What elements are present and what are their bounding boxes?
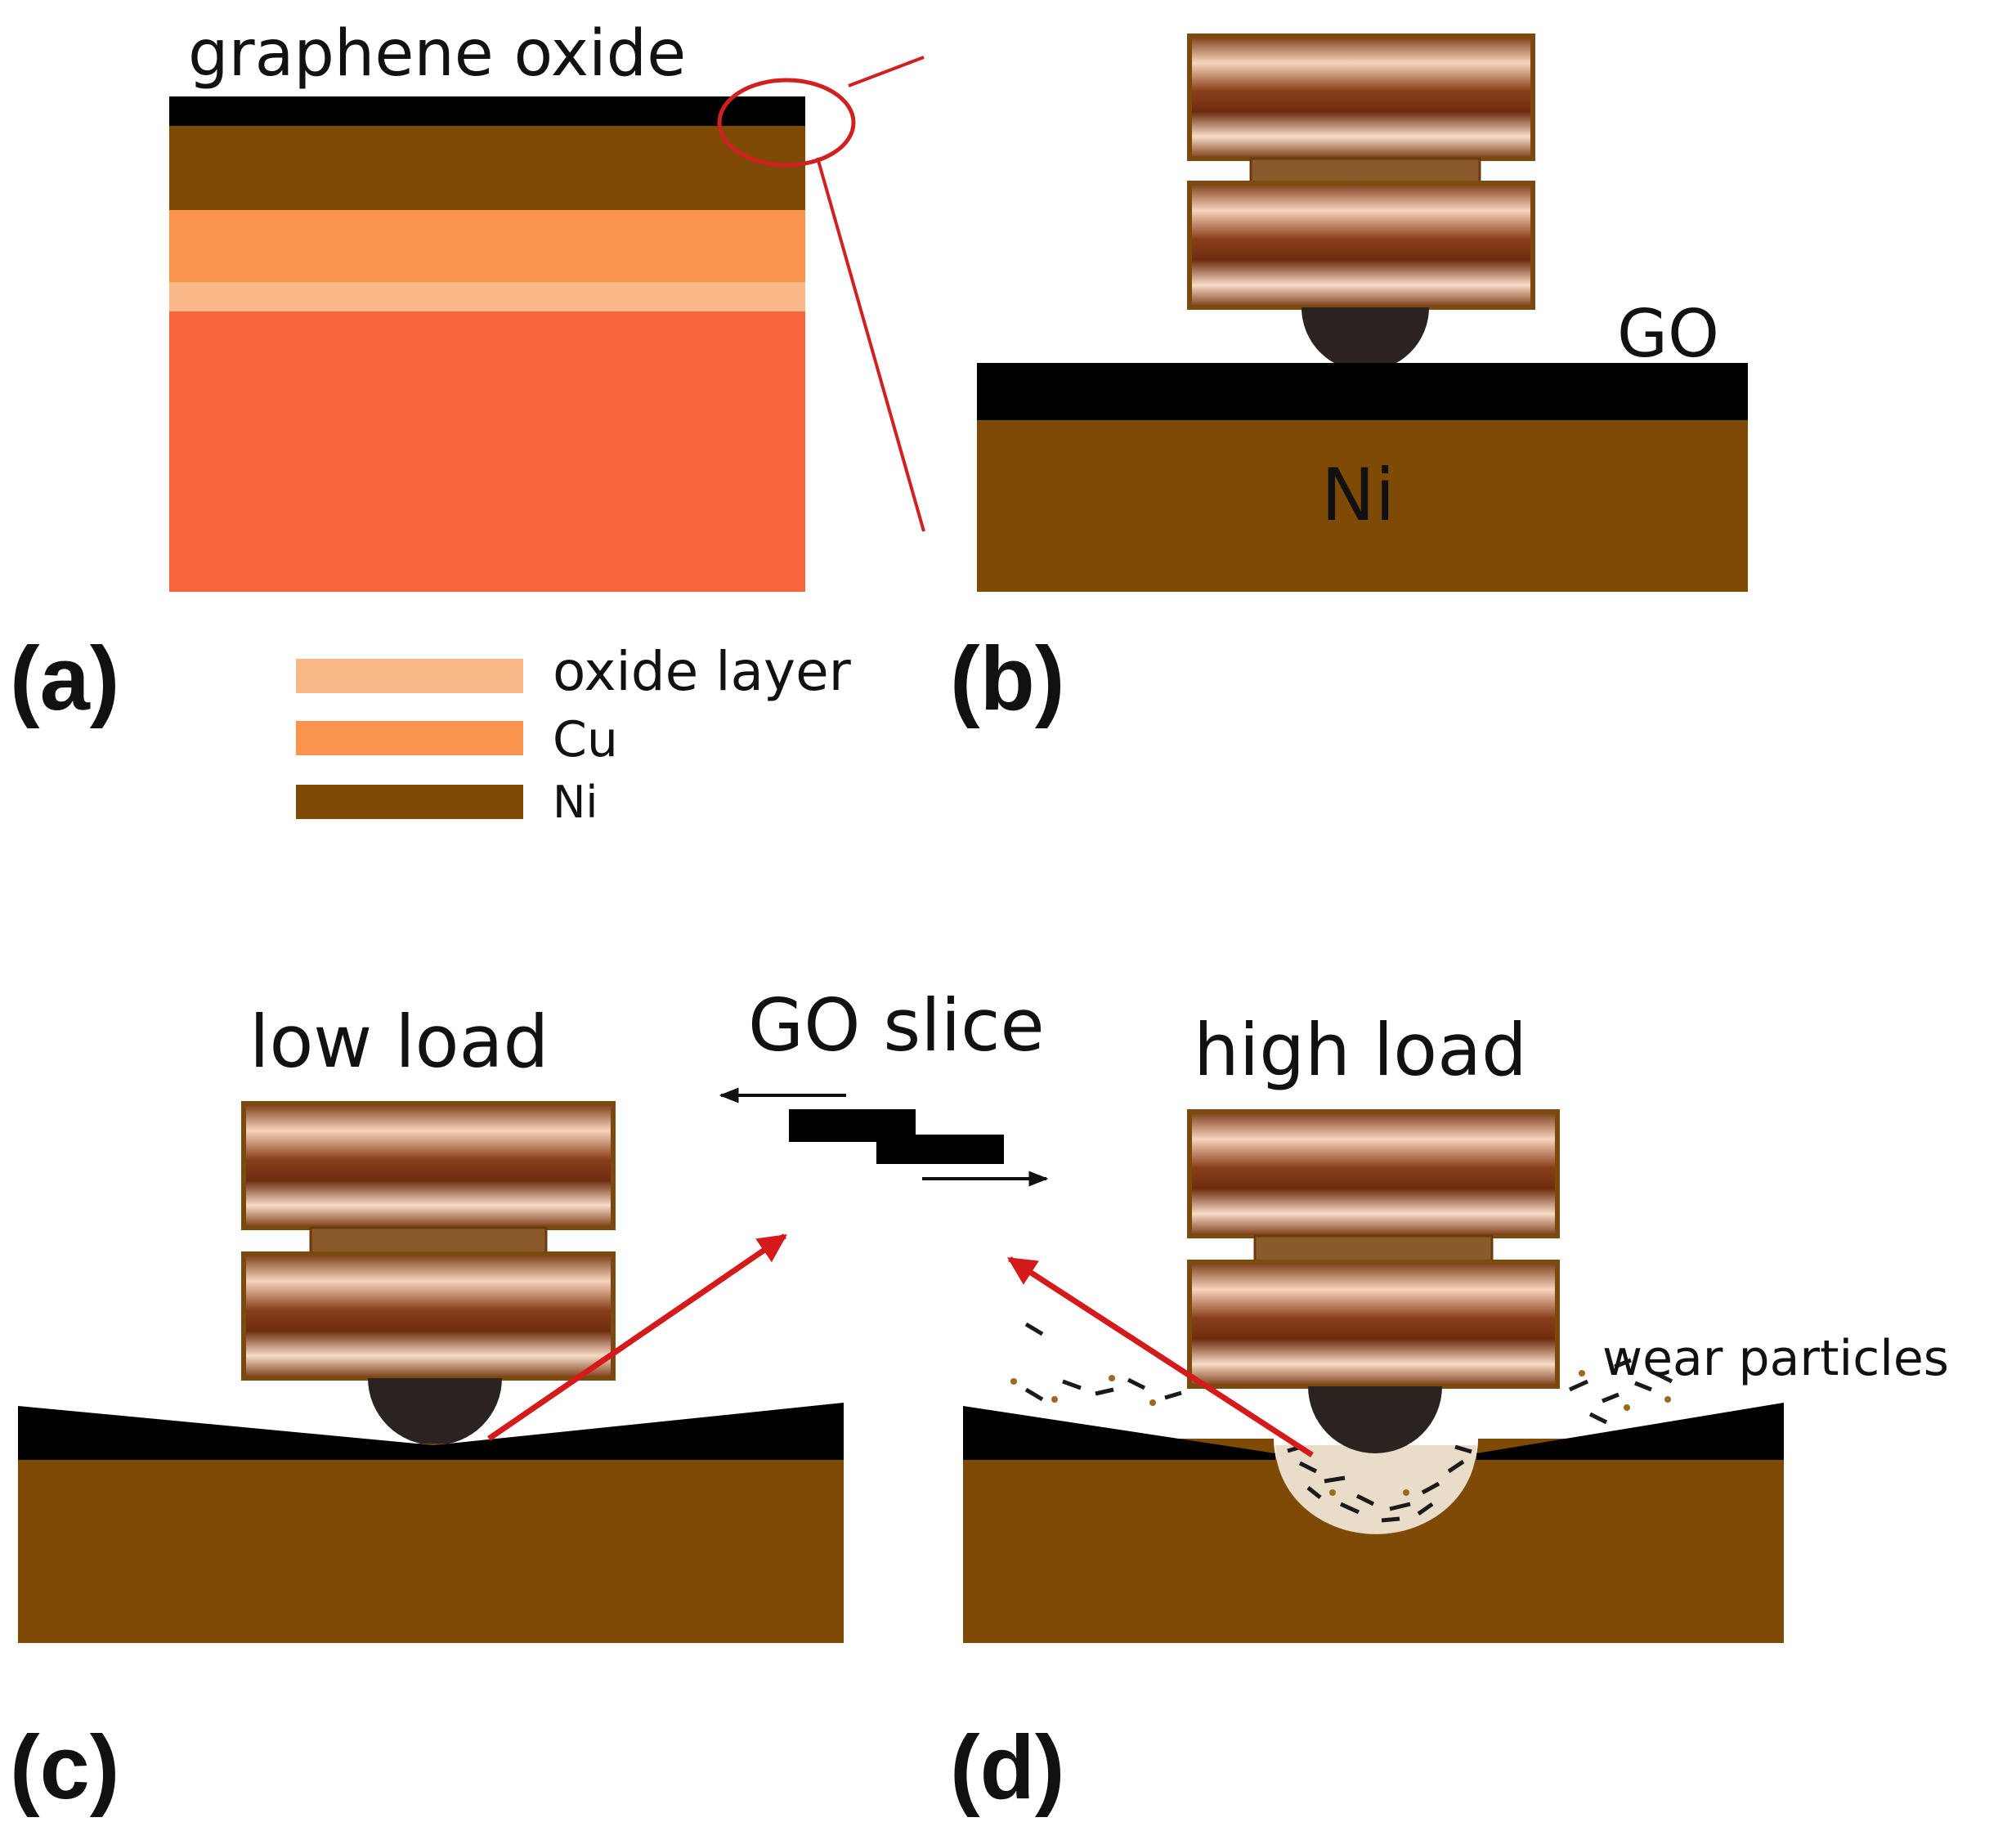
substrate: [169, 311, 805, 592]
panel-c-letter: (c): [10, 1717, 119, 1818]
wear-particles-label: wear particles: [1602, 1330, 1949, 1387]
panel-d: high load wear particl: [950, 1008, 1949, 1818]
oxide-layer: [169, 282, 805, 311]
panel-a: graphene oxide (a) oxide layer Cu Ni: [10, 17, 925, 828]
tip-roll-lower: [241, 1251, 616, 1381]
legend-label-oxide: oxide layer: [553, 640, 852, 703]
go-slice-middle: [876, 1121, 916, 1164]
legend-label-cu: Cu: [553, 711, 618, 768]
tip-ball: [368, 1378, 502, 1445]
panel-a-letter: (a): [10, 629, 119, 729]
tip-neck: [1249, 157, 1481, 185]
zoom-callout-line-bottom: [816, 157, 925, 532]
ni-block: [977, 420, 1748, 592]
tip-ball: [1301, 307, 1429, 371]
panel-d-title: high load: [1194, 1008, 1527, 1092]
go-layer-left: [963, 1406, 1275, 1460]
tip-roll-lower: [1187, 1260, 1560, 1389]
go-slice-bottom: [916, 1135, 1004, 1164]
tip-roll-upper: [1187, 34, 1535, 161]
panel-c-title: low load: [249, 1000, 549, 1084]
go-label: GO: [1617, 296, 1719, 372]
panel-c: low load (c): [10, 1000, 844, 1818]
legend-swatch-oxide: [296, 659, 523, 693]
tip-roll-upper: [241, 1101, 616, 1230]
legend-swatch-ni: [296, 785, 523, 819]
wear-pit: [1275, 1445, 1476, 1534]
legend: oxide layer Cu Ni: [296, 640, 852, 828]
tip-roll-lower: [1187, 181, 1535, 310]
legend-label-ni: Ni: [553, 777, 598, 828]
panel-d-letter: (d): [950, 1717, 1064, 1818]
go-layer: [169, 96, 805, 126]
ni-block: [18, 1444, 844, 1643]
ni-block-with-pit: [963, 1439, 1784, 1643]
cu-layer: [169, 210, 805, 282]
panel-b: GO Ni (b): [950, 34, 1748, 729]
panel-b-letter: (b): [950, 629, 1064, 729]
ni-layer: [169, 126, 805, 210]
arrow-to-slice: [1007, 1256, 1314, 1457]
go-layer: [977, 363, 1748, 420]
arrow-to-slice: [487, 1233, 787, 1441]
legend-swatch-cu: [296, 721, 523, 755]
ni-label: Ni: [1321, 453, 1395, 537]
zoom-callout-ellipse: [717, 78, 856, 168]
go-layer-right: [1476, 1403, 1784, 1460]
wear-debris: [1010, 1322, 1673, 1523]
tip-neck: [309, 1226, 548, 1256]
tip-neck: [1253, 1234, 1494, 1264]
tip-roll-upper: [1187, 1109, 1560, 1238]
tip-ball: [1308, 1386, 1442, 1453]
panel-a-title: graphene oxide: [188, 17, 686, 91]
zoom-callout-line-top: [848, 56, 925, 87]
go-slice-title: GO slice: [748, 983, 1045, 1068]
go-layer-deformed: [18, 1403, 844, 1460]
go-slice-group: GO slice: [719, 983, 1049, 1187]
